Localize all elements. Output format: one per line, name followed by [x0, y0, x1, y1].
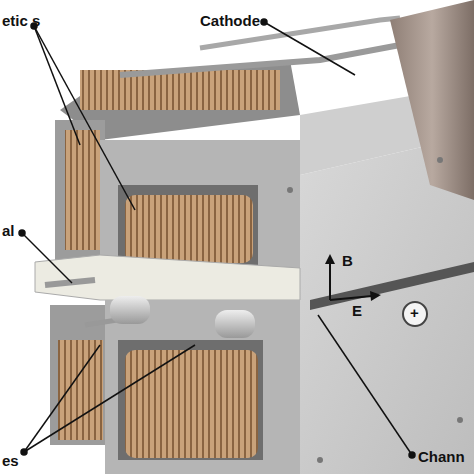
- coil: [58, 340, 103, 440]
- housing-side: [50, 305, 110, 445]
- coil: [125, 195, 253, 263]
- coil: [125, 350, 258, 458]
- charge-sign: +: [410, 304, 419, 322]
- housing-front: [100, 140, 300, 270]
- leader-lines: [19, 19, 415, 458]
- part-label: al: [2, 222, 15, 240]
- b-field-arrow: [329, 262, 331, 300]
- part-label: Chann: [418, 448, 465, 466]
- e-field-arrow: [330, 296, 372, 300]
- part-label: etic s: [2, 12, 42, 30]
- coil-recess: [118, 340, 263, 460]
- field-label: E: [352, 302, 362, 320]
- coil: [80, 70, 280, 110]
- electrode: [215, 310, 255, 338]
- housing-front: [105, 300, 300, 474]
- coil-recess: [118, 185, 258, 265]
- electrode: [110, 296, 150, 324]
- cathode-rod: [120, 45, 400, 75]
- ion-symbol: [403, 302, 427, 326]
- channel-plate: [35, 255, 300, 300]
- part-label: Cathode: [200, 12, 260, 30]
- part-label: es: [2, 452, 19, 470]
- channel-slot: [310, 262, 474, 310]
- field-label: B: [342, 252, 353, 270]
- coil: [65, 130, 100, 250]
- cathode-body: [390, 0, 474, 200]
